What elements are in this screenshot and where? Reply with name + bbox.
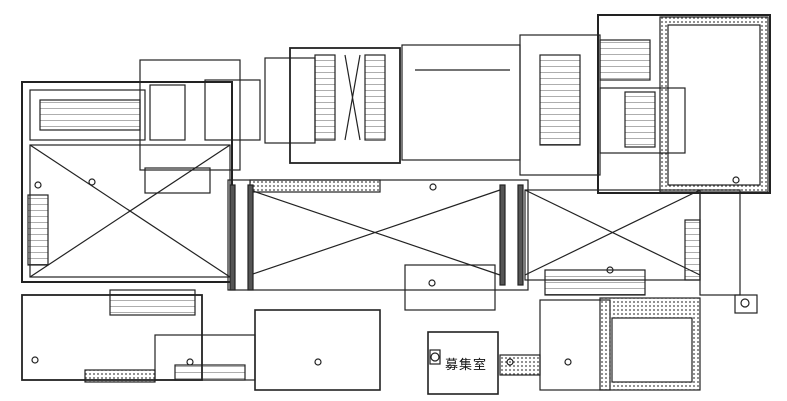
room-label-recruitment: 募集室 [445,358,488,373]
right-wing [524,14,771,314]
left-hall [21,81,233,283]
core-area [139,34,601,194]
central-atrium [227,179,529,311]
bottom-rooms [21,269,701,395]
